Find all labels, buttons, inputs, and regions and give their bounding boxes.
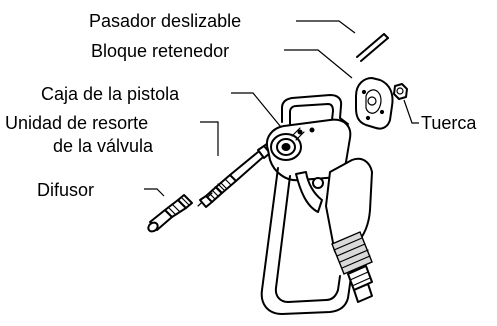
label-nut: Tuerca [421, 113, 477, 133]
label-valve-spring-unit-line1: Unidad de resorte [5, 113, 148, 133]
diffuser-part [147, 194, 193, 233]
leader-gun-housing [231, 92, 286, 133]
label-gun-housing: Caja de la pistola [41, 84, 180, 104]
label-valve-spring-unit-line2: de la válvula [53, 136, 154, 156]
leader-diffuser [144, 188, 165, 197]
leader-nut [403, 99, 419, 124]
valve-spring-unit-part [197, 138, 279, 208]
sliding-pin-part [356, 33, 389, 62]
gun-housing-part [260, 94, 373, 315]
leader-retainer-block [284, 49, 353, 79]
label-diffuser: Difusor [37, 180, 94, 200]
retainer-block-part [355, 77, 394, 130]
leader-lines [144, 20, 419, 197]
leader-sliding-pin [296, 20, 356, 34]
label-retainer-block: Bloque retenedor [91, 41, 229, 61]
nut-part [393, 83, 408, 100]
leader-valve-spring-unit [200, 121, 219, 156]
label-sliding-pin: Pasador deslizable [89, 11, 241, 31]
